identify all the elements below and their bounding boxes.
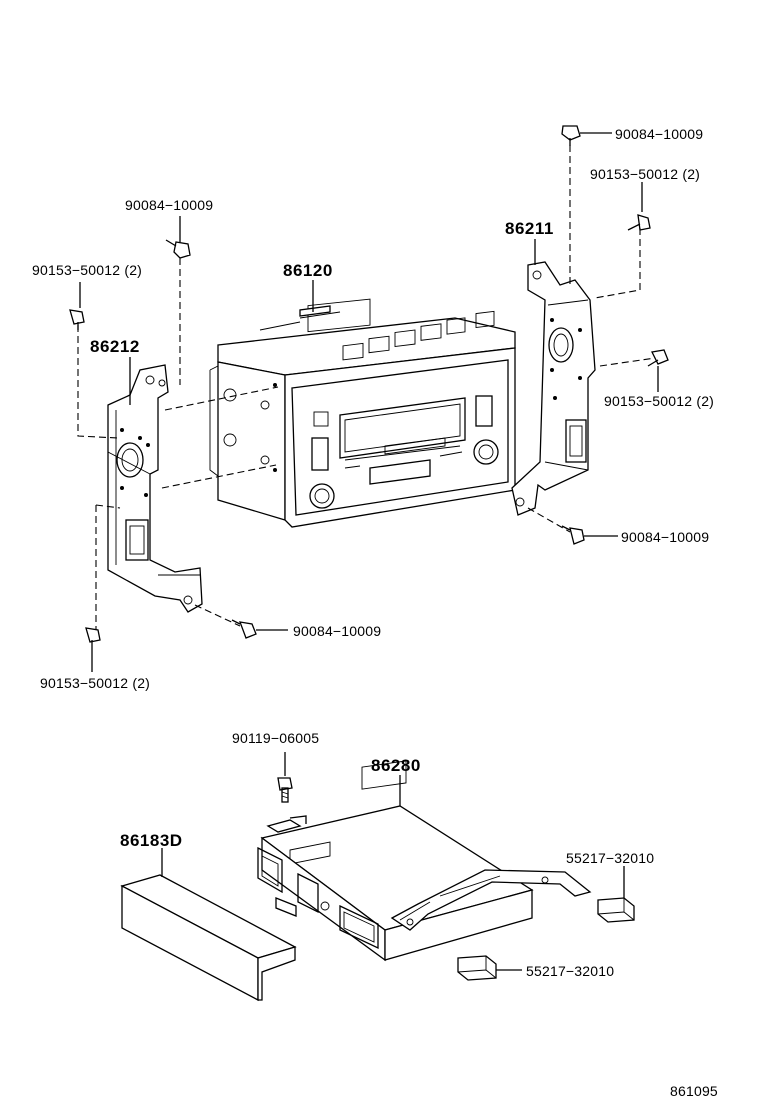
- left-bracket: [107, 364, 203, 613]
- fasteners-upper: [69, 125, 669, 672]
- clip-label-lower: 55217−32010: [526, 963, 615, 979]
- fastener-label-left-top-bolt: 90084−10009: [125, 197, 214, 213]
- fastener-label-right-lower-bolt: 90084−10009: [621, 529, 710, 545]
- assembly-lines: [77, 145, 656, 630]
- fastener-label-left-bottom-screw: 90153−50012 (2): [40, 675, 151, 691]
- amplifier-unit: [257, 752, 592, 962]
- fastener-label-right-upper-screw: 90153−50012 (2): [590, 166, 701, 182]
- fastener-label-right-middle-screw: 90153−50012 (2): [604, 393, 715, 409]
- leader-lines: [129, 239, 536, 806]
- clip-label-upper: 55217−32010: [566, 850, 655, 866]
- diagram-id: 861095: [670, 1083, 718, 1099]
- fastener-label-left-top-screw: 90153−50012 (2): [32, 262, 143, 278]
- fastener-label-amplifier-screw: 90119−06005: [232, 730, 320, 746]
- part-label-86212: 86212: [90, 337, 140, 356]
- part-label-86183D: 86183D: [120, 831, 183, 850]
- part-label-86280: 86280: [371, 756, 421, 775]
- radio-head-unit: [209, 298, 516, 528]
- part-label-86120: 86120: [283, 261, 333, 280]
- fastener-label-left-bottom-bolt: 90084−10009: [293, 623, 382, 639]
- fastener-label-top-right-bolt: 90084−10009: [615, 126, 704, 142]
- cover-panel: [120, 848, 297, 1002]
- part-label-86211: 86211: [505, 219, 554, 238]
- right-bracket: [511, 261, 596, 516]
- clips: [457, 866, 635, 981]
